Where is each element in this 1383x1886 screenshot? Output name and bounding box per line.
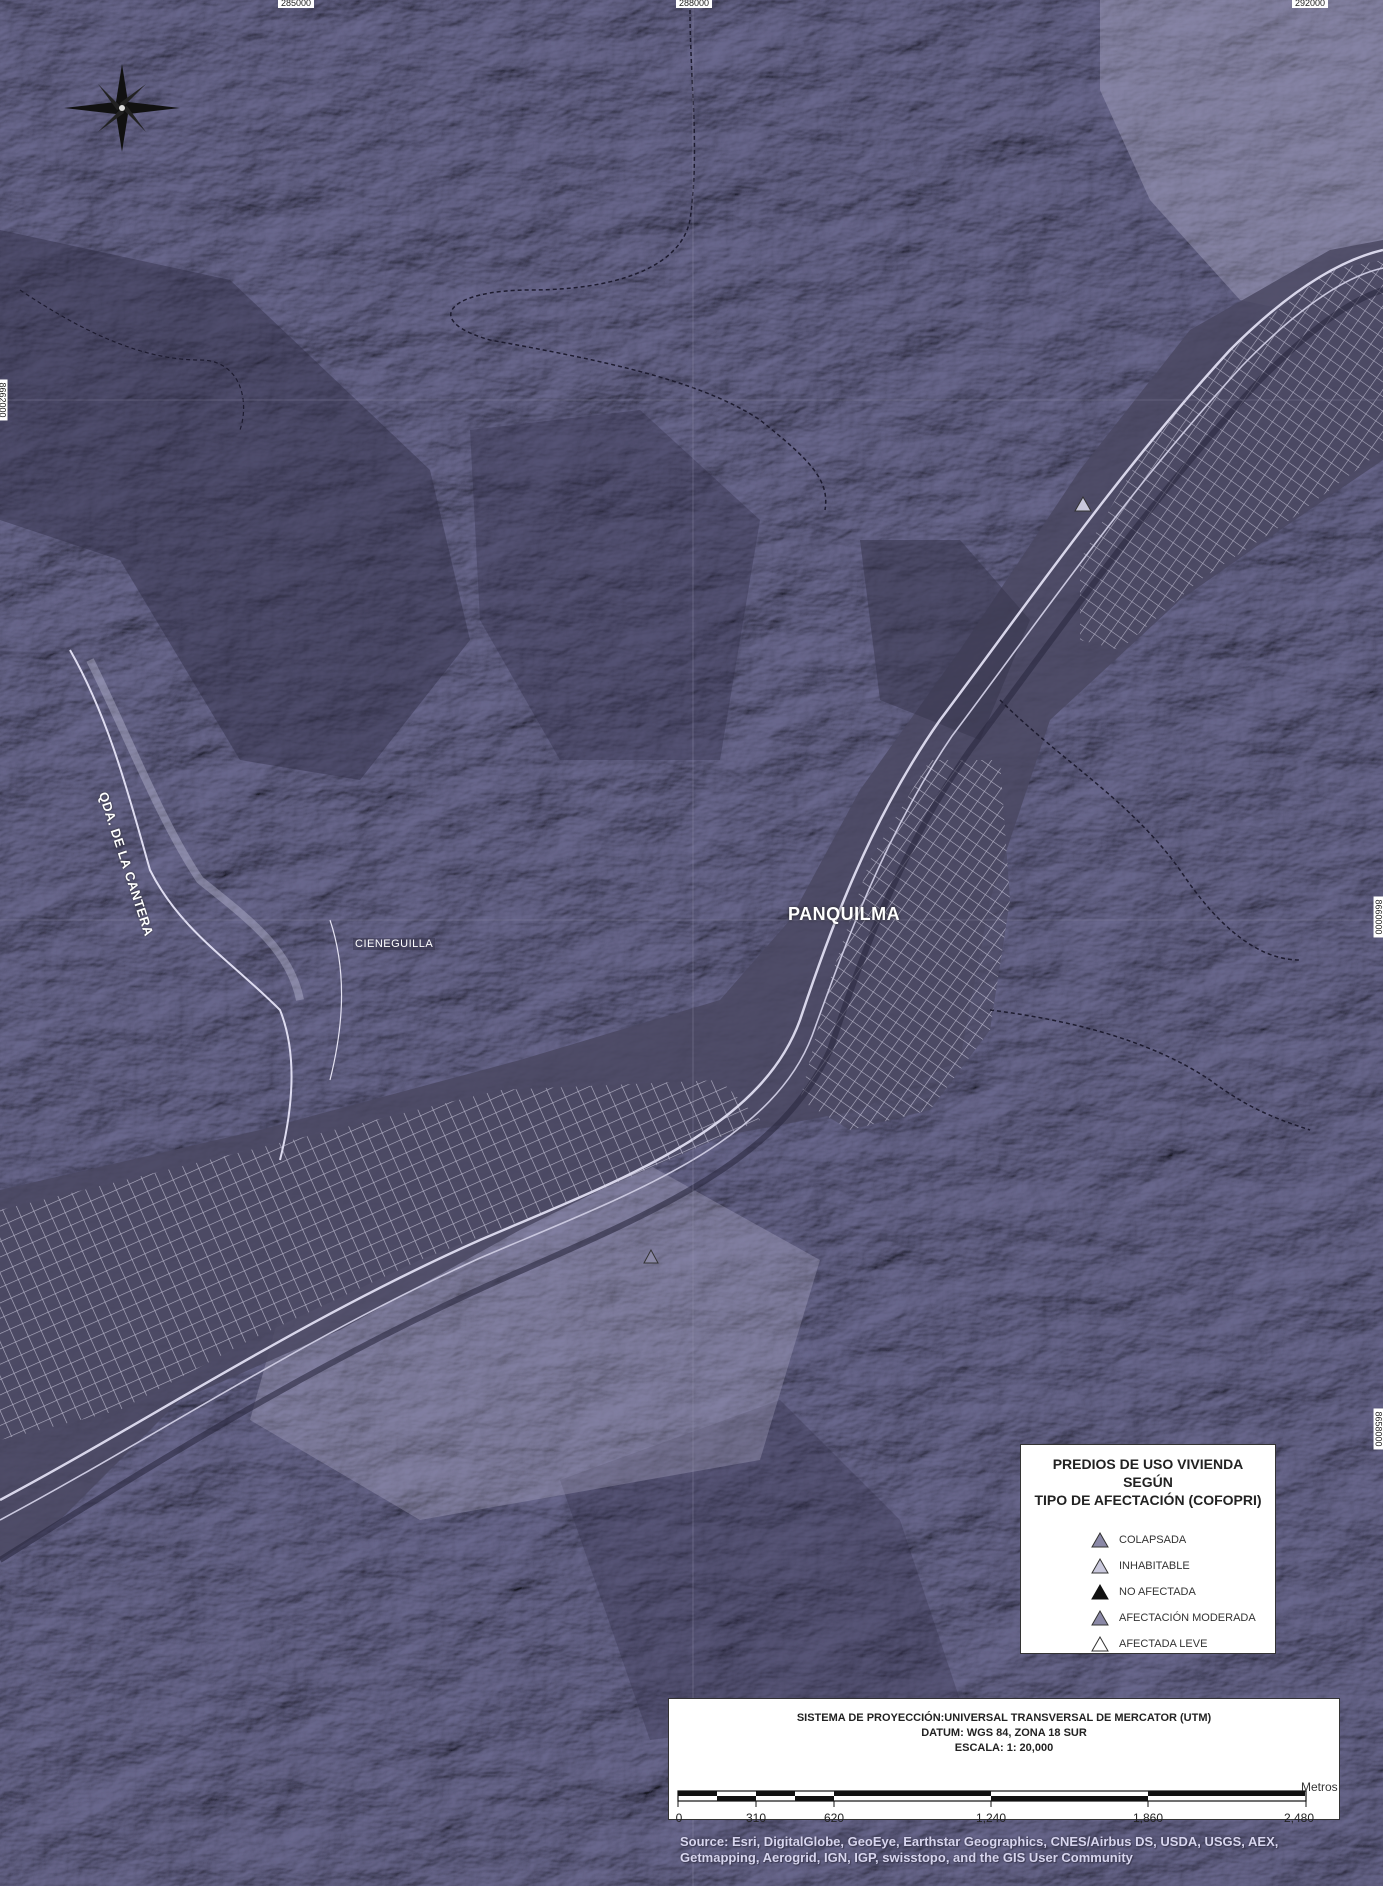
coord-top-center: 288000 [676, 0, 713, 8]
dark-slope-center [470, 410, 760, 760]
agricultural-fields [860, 540, 1030, 740]
projection-system: SISTEMA DE PROYECCIÓN:UNIVERSAL TRANSVER… [796, 1712, 1212, 1724]
scale-bar [677, 1790, 1307, 1807]
place-label-panquilma: PANQUILMA [788, 904, 901, 924]
legend-list: COLAPSADA INHABITABLE NO AFECTADA AFECTA… [1091, 1527, 1267, 1657]
coord-top-right: 292000 [1292, 0, 1329, 8]
legend-title-line1: PREDIOS DE USO VIVIENDA SEGÚN [1052, 1456, 1244, 1490]
dark-slope-south [560, 1400, 960, 1740]
scale-tick-2480: 2,480 [1283, 1811, 1315, 1825]
legend-panel: PREDIOS DE USO VIVIENDA SEGÚN TIPO DE AF… [1020, 1444, 1276, 1654]
river [0, 287, 1383, 1563]
triangle-icon [1091, 1610, 1109, 1626]
coord-left-upper: 8662000 [0, 379, 8, 421]
district-boundary-east [999, 699, 1301, 961]
legend-title-line2: TIPO DE AFECTACIÓN (COFOPRI) [1034, 1492, 1262, 1508]
urban-area-northeast [1080, 260, 1383, 650]
projection-text: SISTEMA DE PROYECCIÓN:UNIVERSAL TRANSVER… [669, 1699, 1339, 1756]
marker-inhabitable[interactable] [1074, 495, 1092, 512]
projection-info-panel: SISTEMA DE PROYECCIÓN:UNIVERSAL TRANSVER… [668, 1698, 1340, 1825]
scale-tick-1860: 1,860 [1132, 1811, 1164, 1825]
triangle-icon [1091, 1532, 1109, 1548]
source-attribution: Source: Esri, DigitalGlobe, GeoEye, Eart… [680, 1834, 1340, 1866]
light-hills-ne [1100, 0, 1383, 330]
scale-tick-620: 620 [823, 1811, 845, 1825]
legend-item-no-afectada: NO AFECTADA [1091, 1579, 1267, 1605]
coord-top-left: 285000 [278, 0, 315, 8]
scale-tick-0: 0 [675, 1811, 683, 1825]
legend-label: AFECTACIÓN MODERADA [1119, 1612, 1256, 1624]
projection-datum: DATUM: WGS 84, ZONA 18 SUR [921, 1727, 1087, 1739]
triangle-icon [1091, 1558, 1109, 1574]
place-label-cieneguilla: CIENEGUILLA [353, 938, 436, 950]
legend-item-colapsada: COLAPSADA [1091, 1527, 1267, 1553]
urban-area-panquilma [800, 760, 1010, 1130]
legend-label: COLAPSADA [1119, 1534, 1187, 1546]
source-line-1: Source: Esri, DigitalGlobe, GeoEye, Eart… [680, 1834, 1279, 1849]
trail-cieneguilla [329, 919, 343, 1081]
quebrada-channel [86, 658, 304, 1001]
legend-item-afectacion-moderada: AFECTACIÓN MODERADA [1091, 1605, 1267, 1631]
scale-unit-label: Metros [1301, 1780, 1338, 1794]
source-line-2: Getmapping, Aerogrid, IGN, IGP, swisstop… [680, 1850, 1133, 1865]
quebrada-road [69, 649, 293, 1161]
triangle-icon [1091, 1636, 1109, 1652]
legend-item-afectada-leve: AFECTADA LEVE [1091, 1631, 1267, 1657]
marker-colapsada[interactable] [643, 1248, 659, 1264]
legend-label: AFECTADA LEVE [1119, 1638, 1208, 1650]
scale-tick-310: 310 [745, 1811, 767, 1825]
legend-item-inhabitable: INHABITABLE [1091, 1553, 1267, 1579]
legend-label: INHABITABLE [1119, 1560, 1190, 1572]
triangle-icon [1091, 1584, 1109, 1600]
dark-slope-west [0, 230, 470, 780]
projection-scale: ESCALA: 1: 20,000 [954, 1742, 1054, 1754]
north-arrow-icon [64, 64, 180, 152]
scale-tick-1240: 1,240 [975, 1811, 1007, 1825]
district-boundary-southeast [989, 1009, 1311, 1131]
coord-right-lower: 8658000 [1373, 1408, 1383, 1450]
coord-right-middle: 8660000 [1373, 896, 1383, 938]
legend-label: NO AFECTADA [1119, 1586, 1196, 1598]
highway-main [0, 248, 1383, 1502]
urban-area-cieneguilla [0, 1080, 760, 1440]
district-boundary-west [19, 289, 245, 431]
highway-parallel [0, 267, 1383, 1521]
